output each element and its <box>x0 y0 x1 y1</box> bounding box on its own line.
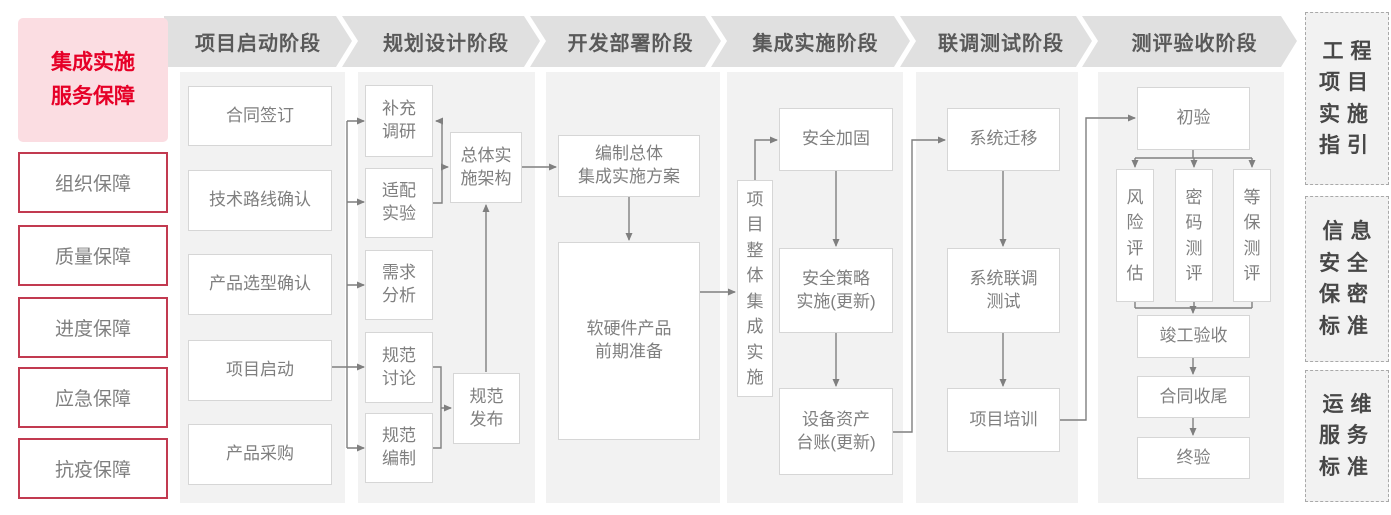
node-requirement-analysis: 需求 分析 <box>365 250 433 320</box>
sidebar-item-emergency: 应急保障 <box>18 367 168 428</box>
node-overall-implementation-label: 项目整体集成实施 <box>746 189 764 388</box>
node-security-policy: 安全策略 实施(更新) <box>779 248 893 333</box>
node-overall-plan: 编制总体 集成实施方案 <box>558 135 700 197</box>
phase-label: 项目启动阶段 <box>195 33 321 55</box>
node-classified-protection-evaluation: 等保测评 <box>1233 169 1271 302</box>
phase-label: 规划设计阶段 <box>383 33 509 55</box>
node-overall-implementation: 项目整体集成实施 <box>737 180 773 397</box>
sidebar-item-epidemic: 抗疫保障 <box>18 438 168 499</box>
sidebar-item-schedule: 进度保障 <box>18 297 168 358</box>
node-security-hardening: 安全加固 <box>779 108 893 171</box>
node-classified-protection-evaluation-label: 等保测评 <box>1243 187 1261 284</box>
phase-label: 测评验收阶段 <box>1131 33 1258 55</box>
node-final-acceptance: 终验 <box>1137 437 1250 479</box>
node-system-migration: 系统迁移 <box>947 108 1060 171</box>
node-adaptation-test: 适配 实验 <box>365 168 433 238</box>
phase-label: 联调测试阶段 <box>938 33 1064 55</box>
phase-header-integration: 集成实施阶段 <box>711 16 910 67</box>
node-product-preparation: 软硬件产品 前期准备 <box>558 242 700 440</box>
node-project-kickoff: 项目启动 <box>188 340 332 401</box>
node-crypto-evaluation: 密码测评 <box>1175 169 1213 302</box>
phase-label: 开发部署阶段 <box>567 33 694 55</box>
phase-header-development: 开发部署阶段 <box>530 16 721 67</box>
node-joint-testing: 系统联调 测试 <box>947 248 1060 333</box>
node-initial-acceptance: 初验 <box>1137 87 1250 150</box>
node-product-selection-confirm: 产品选型确认 <box>188 254 332 315</box>
phase-header-testing: 联调测试阶段 <box>900 16 1092 67</box>
node-overall-architecture: 总体实 施架构 <box>450 132 522 203</box>
phase-header-acceptance: 测评验收阶段 <box>1082 16 1297 67</box>
node-risk-assessment: 风险评估 <box>1116 169 1154 302</box>
sidebar-title: 集成实施 服务保障 <box>18 18 168 142</box>
node-project-training: 项目培训 <box>947 388 1060 452</box>
ref-box-om-standard: 运维 服务 标准 <box>1305 370 1389 502</box>
ref-box-project-guide: 工程 项目 实施 指引 <box>1305 12 1389 185</box>
sidebar-item-organization: 组织保障 <box>18 152 168 213</box>
ref-box-security-standard: 信息 安全 保密 标准 <box>1305 196 1389 362</box>
node-asset-ledger: 设备资产 台账(更新) <box>779 388 893 475</box>
node-contract-closing: 合同收尾 <box>1137 376 1250 418</box>
node-risk-assessment-label: 风险评估 <box>1126 187 1144 284</box>
node-tech-route-confirm: 技术路线确认 <box>188 170 332 231</box>
phase-label: 集成实施阶段 <box>752 33 879 55</box>
sidebar-item-quality: 质量保障 <box>18 225 168 286</box>
phase-header-startup: 项目启动阶段 <box>164 16 352 67</box>
phase-header-planning: 规划设计阶段 <box>342 16 540 67</box>
node-spec-release: 规范 发布 <box>453 373 520 444</box>
node-contract-signing: 合同签订 <box>188 86 332 146</box>
node-supplement-research: 补充 调研 <box>365 85 433 157</box>
node-product-procurement: 产品采购 <box>188 424 332 485</box>
node-crypto-evaluation-label: 密码测评 <box>1185 187 1203 284</box>
node-spec-discussion: 规范 讨论 <box>365 332 433 403</box>
node-completion-acceptance: 竣工验收 <box>1137 315 1250 358</box>
node-spec-drafting: 规范 编制 <box>365 413 433 483</box>
